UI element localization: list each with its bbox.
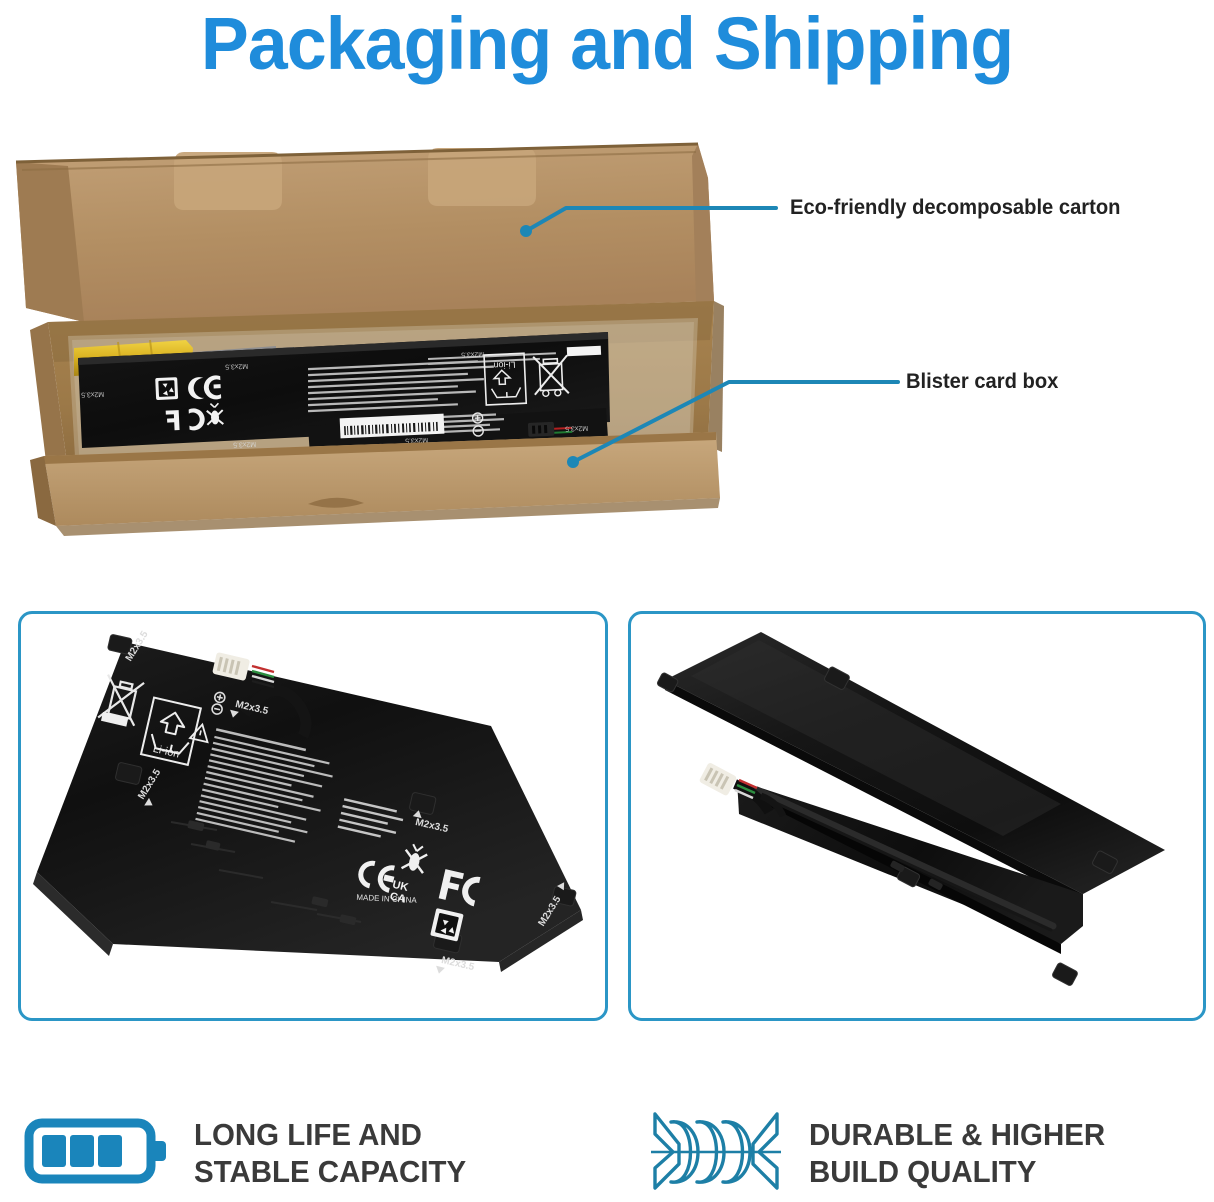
battery-front-panel: Li-ion	[18, 611, 608, 1021]
carton-illustration: Li-ion	[15, 142, 724, 536]
feature-long-life-caption: LONG LIFE AND STABLE CAPACITY	[194, 1116, 466, 1190]
svg-text:M2x3.5: M2x3.5	[233, 440, 256, 448]
battery-front-illustration: Li-ion	[33, 629, 583, 974]
svg-text:M2x3.5: M2x3.5	[461, 350, 484, 358]
open-carton-photo: Li-ion	[8, 126, 724, 538]
feature-durable-line-2: BUILD QUALITY	[809, 1154, 1037, 1189]
svg-text:CA: CA	[389, 890, 407, 905]
battery-connector-back	[699, 763, 787, 818]
feature-durable-build: DURABLE & HIGHER BUILD QUALITY	[645, 1108, 1205, 1198]
twisted-wire-icon	[645, 1108, 787, 1199]
callout-carton-label: Eco-friendly decomposable carton	[790, 196, 1121, 219]
svg-text:UK: UK	[391, 879, 409, 894]
svg-text:MADE IN CHINA: MADE IN CHINA	[356, 893, 418, 905]
li-ion-recycle-icon: Li-ion	[139, 696, 203, 767]
callout-blister-label: Blister card box	[906, 370, 1059, 393]
feature-long-life-line-2: STABLE CAPACITY	[194, 1154, 467, 1189]
feature-long-life: LONG LIFE AND STABLE CAPACITY	[24, 1108, 594, 1198]
barcode-sticker	[339, 413, 445, 439]
battery-back-illustration	[656, 632, 1165, 986]
svg-text:M2x3.5: M2x3.5	[405, 436, 428, 444]
svg-text:M2x3.5: M2x3.5	[81, 390, 104, 398]
feature-long-life-line-1: LONG LIFE AND	[194, 1117, 422, 1152]
battery-icon	[24, 1111, 172, 1196]
battery-back-panel	[628, 611, 1206, 1021]
svg-text:M2x3.5: M2x3.5	[565, 424, 588, 432]
feature-durable-caption: DURABLE & HIGHER BUILD QUALITY	[809, 1116, 1105, 1190]
feature-durable-line-1: DURABLE & HIGHER	[809, 1117, 1106, 1152]
battery-connector	[212, 652, 312, 739]
svg-text:Li-ion: Li-ion	[152, 743, 181, 761]
page-title: Packaging and Shipping	[200, 2, 1014, 85]
svg-text:Li-ion: Li-ion	[493, 360, 515, 371]
svg-text:M2x3.5: M2x3.5	[225, 362, 248, 370]
